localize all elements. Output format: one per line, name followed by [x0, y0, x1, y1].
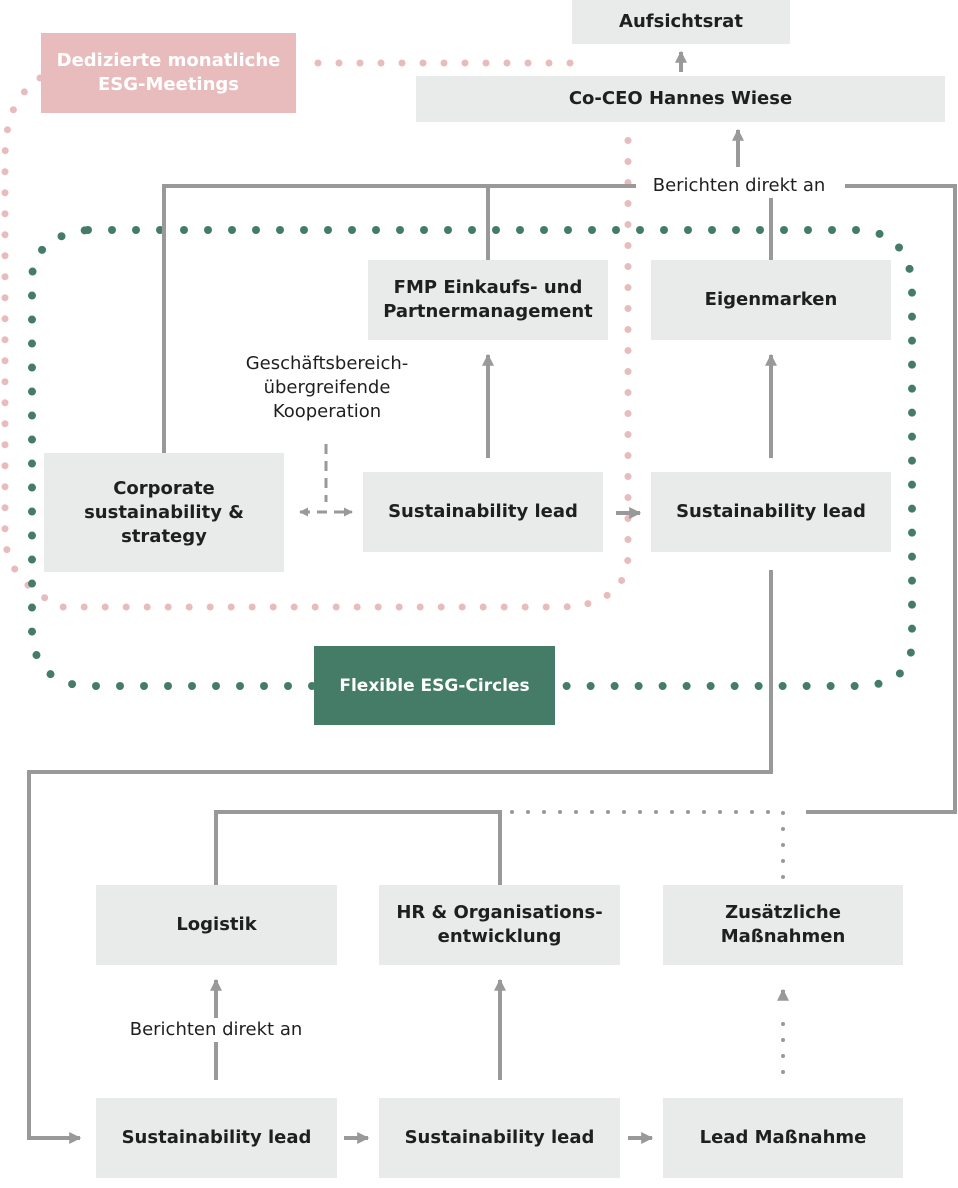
zusaetzliche-massnahmen-box: Zusätzliche Maßnahmen	[663, 885, 903, 965]
sustainability-lead-eigenmarken-box: Sustainability lead	[651, 472, 891, 552]
esg-circles-box: Flexible ESG-Circles	[314, 646, 555, 725]
lead-massnahme-box: Lead Maßnahme	[663, 1098, 903, 1178]
line-right-loop	[806, 184, 957, 814]
esg-meetings-box: Dedizierte monatliche ESG-Meetings	[41, 33, 296, 113]
dotted-connectors	[510, 810, 785, 1074]
esg-circles-loop	[28, 226, 916, 690]
coceo-box: Co-CEO Hannes Wiese	[416, 76, 945, 122]
sustainability-lead-hr-box: Sustainability lead	[379, 1098, 620, 1178]
line-eigen-lead-to-logistik-lead	[27, 570, 773, 1144]
sustainability-lead-fmp-box: Sustainability lead	[363, 472, 603, 552]
berichten-direkt-an-bottom-label: Berichten direkt an	[108, 1018, 324, 1042]
line-logistik-hr	[214, 810, 502, 885]
sustainability-lead-logistik-box: Sustainability lead	[96, 1098, 337, 1178]
logistik-box: Logistik	[96, 885, 337, 965]
eigenmarken-box: Eigenmarken	[651, 260, 891, 340]
line-corporate-to-berichten	[162, 184, 638, 455]
aufsichtsrat-box: Aufsichtsrat	[572, 0, 790, 44]
corporate-sustainability-box: Corporate sustainability & strategy	[44, 453, 284, 572]
hr-box: HR & Organisations-entwicklung	[379, 885, 620, 965]
fmp-box: FMP Einkaufs- und Partnermanagement	[368, 260, 608, 340]
berichten-direkt-an-top-label: Berichten direkt an	[636, 174, 842, 198]
kooperation-label: Geschäftsbereich- übergreifende Kooperat…	[224, 352, 430, 424]
